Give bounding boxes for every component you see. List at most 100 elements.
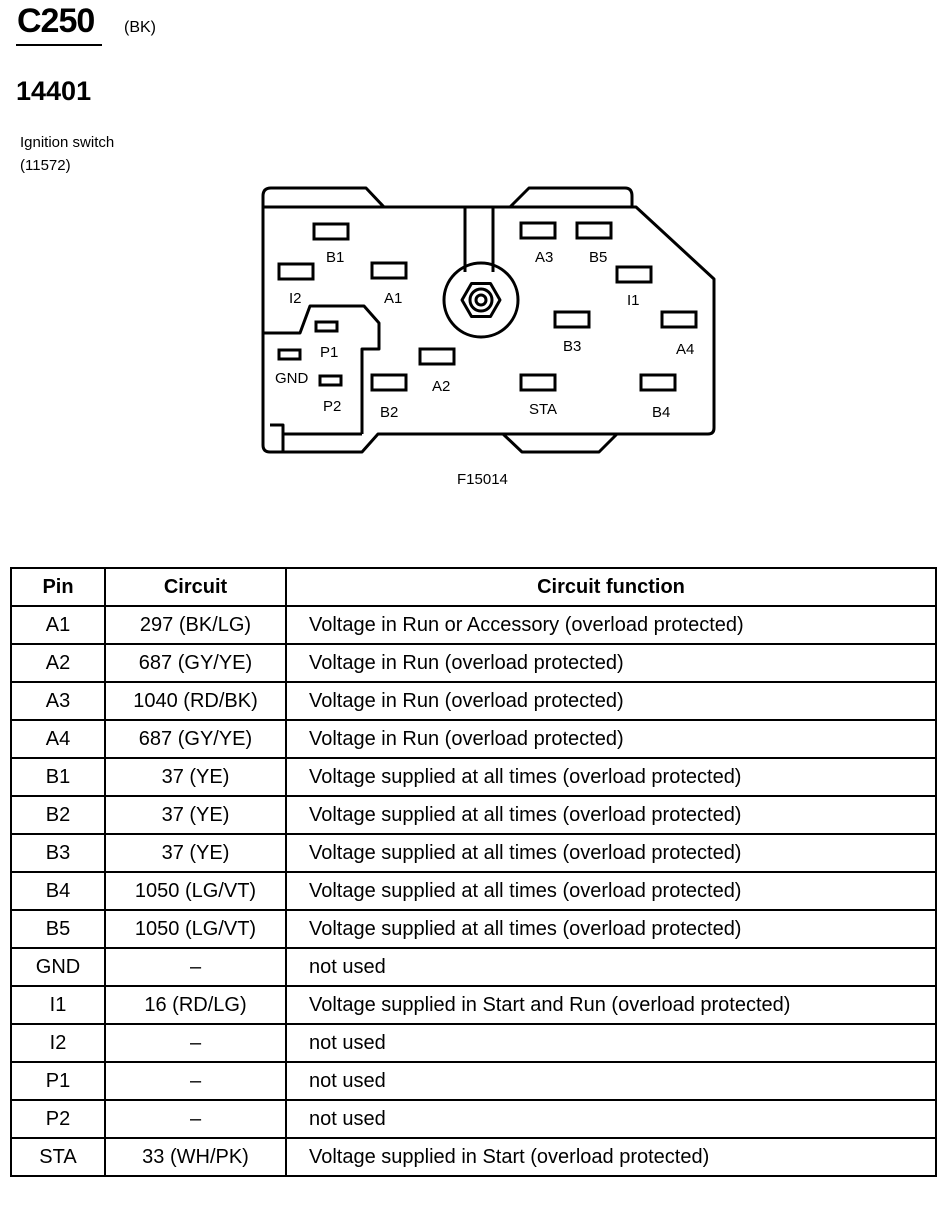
terminal-B3 (553, 310, 591, 329)
function-cell: not used (285, 1023, 937, 1063)
function-cell: Voltage supplied at all times (overload … (285, 757, 937, 797)
circuit-cell: 1050 (LG/VT) (104, 871, 287, 911)
lower-left-section (263, 304, 381, 434)
function-cell: Voltage in Run (overload protected) (285, 643, 937, 683)
pin-cell: B2 (10, 795, 106, 835)
label-B1: B1 (326, 249, 344, 266)
terminal-B1 (312, 222, 350, 241)
table-row: P1–not used (10, 1061, 937, 1101)
center-slot (463, 207, 495, 272)
top-left-latch (261, 186, 386, 209)
pin-cell: I2 (10, 1023, 106, 1063)
terminal-I2 (277, 262, 315, 281)
function-cell: not used (285, 1061, 937, 1101)
label-I1: I1 (627, 292, 640, 309)
header-pin: Pin (10, 567, 106, 607)
hex-nut (460, 282, 502, 318)
label-STA: STA (529, 401, 557, 418)
circuit-cell: 297 (BK/LG) (104, 605, 287, 645)
circuit-cell: – (104, 947, 287, 987)
header-circuit: Circuit (104, 567, 287, 607)
connector-face-diagram: B1 I2 A1 A3 B5 I1 B3 A4 P1 GND P2 A2 B2 … (261, 186, 716, 454)
function-cell: Voltage in Run (overload protected) (285, 719, 937, 759)
pin-cell: B5 (10, 909, 106, 949)
pin-cell: A4 (10, 719, 106, 759)
pin-cell: GND (10, 947, 106, 987)
component-name: Ignition switch (20, 134, 115, 151)
circuit-cell: 37 (YE) (104, 833, 287, 873)
function-cell: Voltage in Run or Accessory (overload pr… (285, 605, 937, 645)
function-cell: Voltage supplied at all times (overload … (285, 871, 937, 911)
header-function: Circuit function (285, 567, 937, 607)
nut-ring-outer (468, 287, 494, 313)
function-cell: Voltage supplied in Start (overload prot… (285, 1137, 937, 1177)
pin-cell: P1 (10, 1061, 106, 1101)
pin-cell: A3 (10, 681, 106, 721)
function-cell: Voltage supplied at all times (overload … (285, 833, 937, 873)
function-cell: Voltage in Run (overload protected) (285, 681, 937, 721)
component-description: Ignition switch (11572) (20, 131, 114, 177)
pin-cell: STA (10, 1137, 106, 1177)
terminal-I1 (615, 265, 653, 284)
terminal-A1 (370, 261, 408, 280)
label-A3: A3 (535, 249, 553, 266)
function-cell: not used (285, 947, 937, 987)
terminal-P2 (318, 374, 343, 387)
circuit-cell: 37 (YE) (104, 795, 287, 835)
circuit-cell: 1040 (RD/BK) (104, 681, 287, 721)
center-boss (442, 261, 520, 339)
terminal-STA (519, 373, 557, 392)
table-row: P2–not used (10, 1099, 937, 1139)
pin-cell: I1 (10, 985, 106, 1025)
label-A2: A2 (432, 378, 450, 395)
label-A1: A1 (384, 290, 402, 307)
circuit-cell: 687 (GY/YE) (104, 719, 287, 759)
terminal-A2 (418, 347, 456, 366)
circuit-cell: 1050 (LG/VT) (104, 909, 287, 949)
circuit-cell: – (104, 1099, 287, 1139)
table-row: GND–not used (10, 947, 937, 987)
label-P2: P2 (323, 398, 341, 415)
circuit-cell: 37 (YE) (104, 757, 287, 797)
terminal-B2 (370, 373, 408, 392)
pin-cell: P2 (10, 1099, 106, 1139)
connector-id: C250 (17, 2, 95, 40)
nut-ring-inner (474, 293, 488, 307)
terminal-B4 (639, 373, 677, 392)
circuit-cell: 16 (RD/LG) (104, 985, 287, 1025)
table-row: I2–not used (10, 1023, 937, 1063)
pin-cell: A1 (10, 605, 106, 645)
function-cell: not used (285, 1099, 937, 1139)
label-I2: I2 (289, 290, 302, 307)
pin-cell: B4 (10, 871, 106, 911)
pin-cell: B3 (10, 833, 106, 873)
terminal-P1 (314, 320, 339, 333)
figure-id: F15014 (457, 471, 508, 488)
function-cell: Voltage supplied in Start and Run (overl… (285, 985, 937, 1025)
label-P1: P1 (320, 344, 338, 361)
terminal-A4 (660, 310, 698, 329)
label-B2: B2 (380, 404, 398, 421)
label-B5: B5 (589, 249, 607, 266)
function-cell: Voltage supplied at all times (overload … (285, 909, 937, 949)
circuit-cell: 33 (WH/PK) (104, 1137, 287, 1177)
label-A4: A4 (676, 341, 694, 358)
circuit-cell: – (104, 1023, 287, 1063)
terminal-B5 (575, 221, 613, 240)
circuit-cell: 687 (GY/YE) (104, 643, 287, 683)
component-number: (11572) (20, 157, 71, 174)
label-B4: B4 (652, 404, 670, 421)
connector-body-outline (261, 205, 716, 454)
lower-left-section-bottom (270, 423, 362, 452)
pin-cell: B1 (10, 757, 106, 797)
label-GND: GND (275, 370, 309, 387)
